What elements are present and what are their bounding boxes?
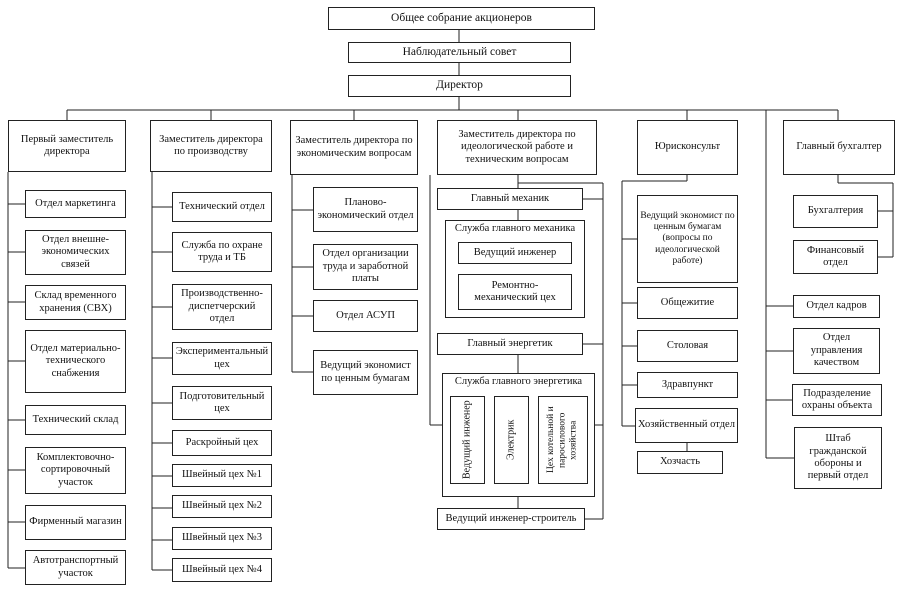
unit-sewing-shop-2: Швейный цех №2 xyxy=(172,495,272,518)
node-supervisory-board: Наблюдательный совет xyxy=(348,42,571,63)
unit-technical-dept: Технический отдел xyxy=(172,192,272,222)
unit-brand-store: Фирменный магазин xyxy=(25,505,126,540)
unit-household-unit: Хозчасть xyxy=(637,451,723,474)
head-first-deputy-director: Первый заместитель директора xyxy=(8,120,126,172)
unit-lead-engineer-power: Ведущий инженер xyxy=(450,396,485,484)
unit-experimental-shop: Экспериментальный цех xyxy=(172,342,272,375)
unit-security-division: Подразделение охраны объекта xyxy=(792,384,882,416)
head-chief-accountant: Главный бухгалтер xyxy=(783,120,895,175)
node-chief-mechanic: Главный механик xyxy=(437,188,583,210)
unit-accounting: Бухгалтерия xyxy=(793,195,878,228)
group-mechanic-service-label: Служба главного механика xyxy=(454,223,576,234)
unit-labor-safety: Служба по охране труда и ТБ xyxy=(172,232,272,272)
head-deputy-ideology-technical: Заместитель директора по идеологической … xyxy=(437,120,597,175)
unit-securities-economist: Ведущий экономист по ценным бумагам xyxy=(313,350,418,395)
unit-sewing-shop-4: Швейный цех №4 xyxy=(172,558,272,582)
unit-boiler-shop: Цех котельной и паросилового хозяйства xyxy=(538,396,588,484)
unit-technical-warehouse: Технический склад xyxy=(25,405,126,435)
unit-preparatory-shop: Подготовительный цех xyxy=(172,386,272,420)
head-legal-counsel: Юрисконсульт xyxy=(637,120,738,175)
unit-logistics-dept: Отдел материально-технического снабжения xyxy=(25,330,126,393)
node-lead-civil-engineer: Ведущий инженер-строитель xyxy=(437,508,585,530)
group-power-service-label: Служба главного энергетика xyxy=(454,376,583,387)
unit-foreign-economic: Отдел внешне-экономических связей xyxy=(25,230,126,275)
unit-sewing-shop-3: Швейный цех №3 xyxy=(172,527,272,550)
unit-labor-organization: Отдел организации труда и заработной пла… xyxy=(313,244,418,290)
unit-medical-station: Здравпункт xyxy=(637,372,738,398)
unit-household-dept: Хозяйственный отдел xyxy=(635,408,738,443)
unit-customs-warehouse: Склад временного хранения (СВХ) xyxy=(25,285,126,320)
node-director: Директор xyxy=(348,75,571,97)
head-deputy-production: Заместитель директора по производству xyxy=(150,120,272,172)
unit-planning-economics: Планово-экономический отдел xyxy=(313,187,418,232)
unit-securities-economist-ideology: Ведущий экономист по ценным бумагам (воп… xyxy=(637,195,738,283)
node-general-meeting: Общее собрание акционеров xyxy=(328,7,595,30)
unit-cutting-shop: Раскройный цех xyxy=(172,430,272,456)
unit-asup-dept: Отдел АСУП xyxy=(313,300,418,332)
unit-lead-engineer-mech: Ведущий инженер xyxy=(458,242,572,264)
unit-electrician: Электрик xyxy=(494,396,529,484)
unit-dormitory: Общежитие xyxy=(637,287,738,319)
unit-repair-mechanical-shop: Ремонтно-механический цех xyxy=(458,274,572,310)
head-deputy-economics: Заместитель директора по экономическим в… xyxy=(290,120,418,175)
unit-canteen: Столовая xyxy=(637,330,738,362)
node-chief-power-engineer: Главный энергетик xyxy=(437,333,583,355)
unit-finance-dept: Финансовый отдел xyxy=(793,240,878,274)
unit-quality-dept: Отдел управления качеством xyxy=(793,328,880,374)
unit-marketing-dept: Отдел маркетинга xyxy=(25,190,126,218)
unit-sewing-shop-1: Швейный цех №1 xyxy=(172,464,272,487)
unit-sorting-site: Комплектовочно-сортировочный участок xyxy=(25,447,126,494)
unit-motor-transport: Автотранспортный участок xyxy=(25,550,126,585)
unit-production-dispatch: Производственно-диспетчерский отдел xyxy=(172,284,272,330)
unit-civil-defense-hq: Штаб гражданской обороны и первый отдел xyxy=(794,427,882,489)
unit-hr-dept: Отдел кадров xyxy=(793,295,880,318)
